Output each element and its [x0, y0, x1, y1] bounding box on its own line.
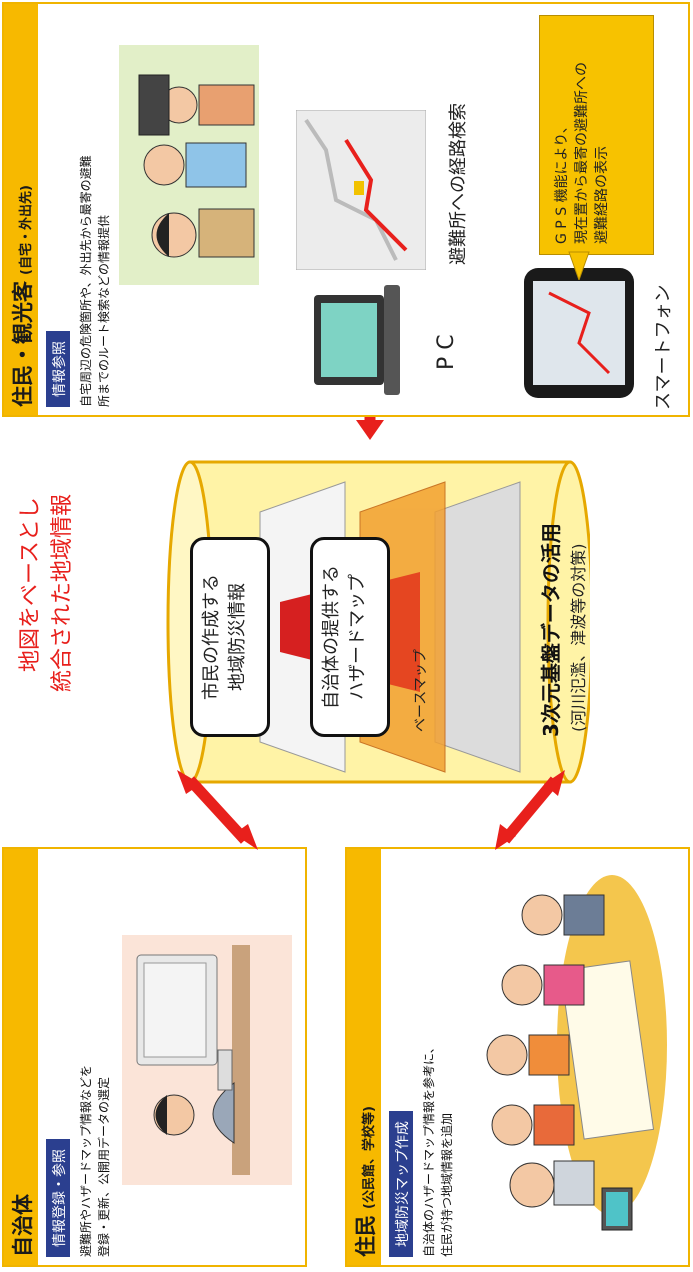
municipality-panel: 自治体 情報登録・参照 避難所やハザードマップ情報などを 登録・更新、公開用デー… — [2, 847, 307, 1267]
laptop-icon — [314, 285, 400, 395]
gps-line2: 現在置から最寄の避難所への — [574, 62, 590, 244]
arrow-residents-center — [495, 770, 565, 850]
pc-label: P C — [434, 334, 459, 370]
gps-line1: G P S 機能により、 — [554, 119, 570, 244]
visitors-desc-line2: 所までのルート検索などの情報提供 — [97, 214, 111, 407]
family-at-computer-illustration — [119, 45, 259, 285]
residents-local-panel: 住民(公民館、学校等) 地域防災マップ作成 自治体のハザードマップ情報を参考に、… — [345, 847, 690, 1267]
visitors-title: 住民・観光客 (自宅・外出先) — [7, 185, 37, 407]
visitors-title-text: 住民・観光客 — [11, 281, 35, 407]
gps-line3: 避難経路の表示 — [594, 146, 610, 244]
visitors-tag: 情報参照 — [46, 331, 70, 407]
route-map-thumbnail — [296, 110, 426, 270]
community-workshop-illustration — [486, 875, 667, 1231]
route-search-label: 避難所への経路検索 — [448, 103, 469, 265]
smartphone-label: スマートフォン — [653, 284, 674, 410]
visitors-panel: 住民・観光客 (自宅・外出先) 情報参照 自宅周辺の危険箇所や、外出先から最寄の避… — [2, 2, 690, 417]
visitors-subtitle: (自宅・外出先) — [19, 185, 34, 275]
visitors-desc-line1: 自宅周辺の危険箇所や、外出先から最寄の避難 — [79, 155, 93, 407]
gps-callout: G P S 機能により、 現在置から最寄の避難所への 避難経路の表示 — [539, 15, 654, 255]
visitors-header: 住民・観光客 (自宅・外出先) — [4, 4, 38, 415]
gps-callout-pointer — [568, 251, 590, 280]
official-at-desk-illustration — [122, 935, 292, 1185]
smartphone-icon — [524, 268, 634, 398]
arrow-municipality-center — [177, 770, 258, 850]
